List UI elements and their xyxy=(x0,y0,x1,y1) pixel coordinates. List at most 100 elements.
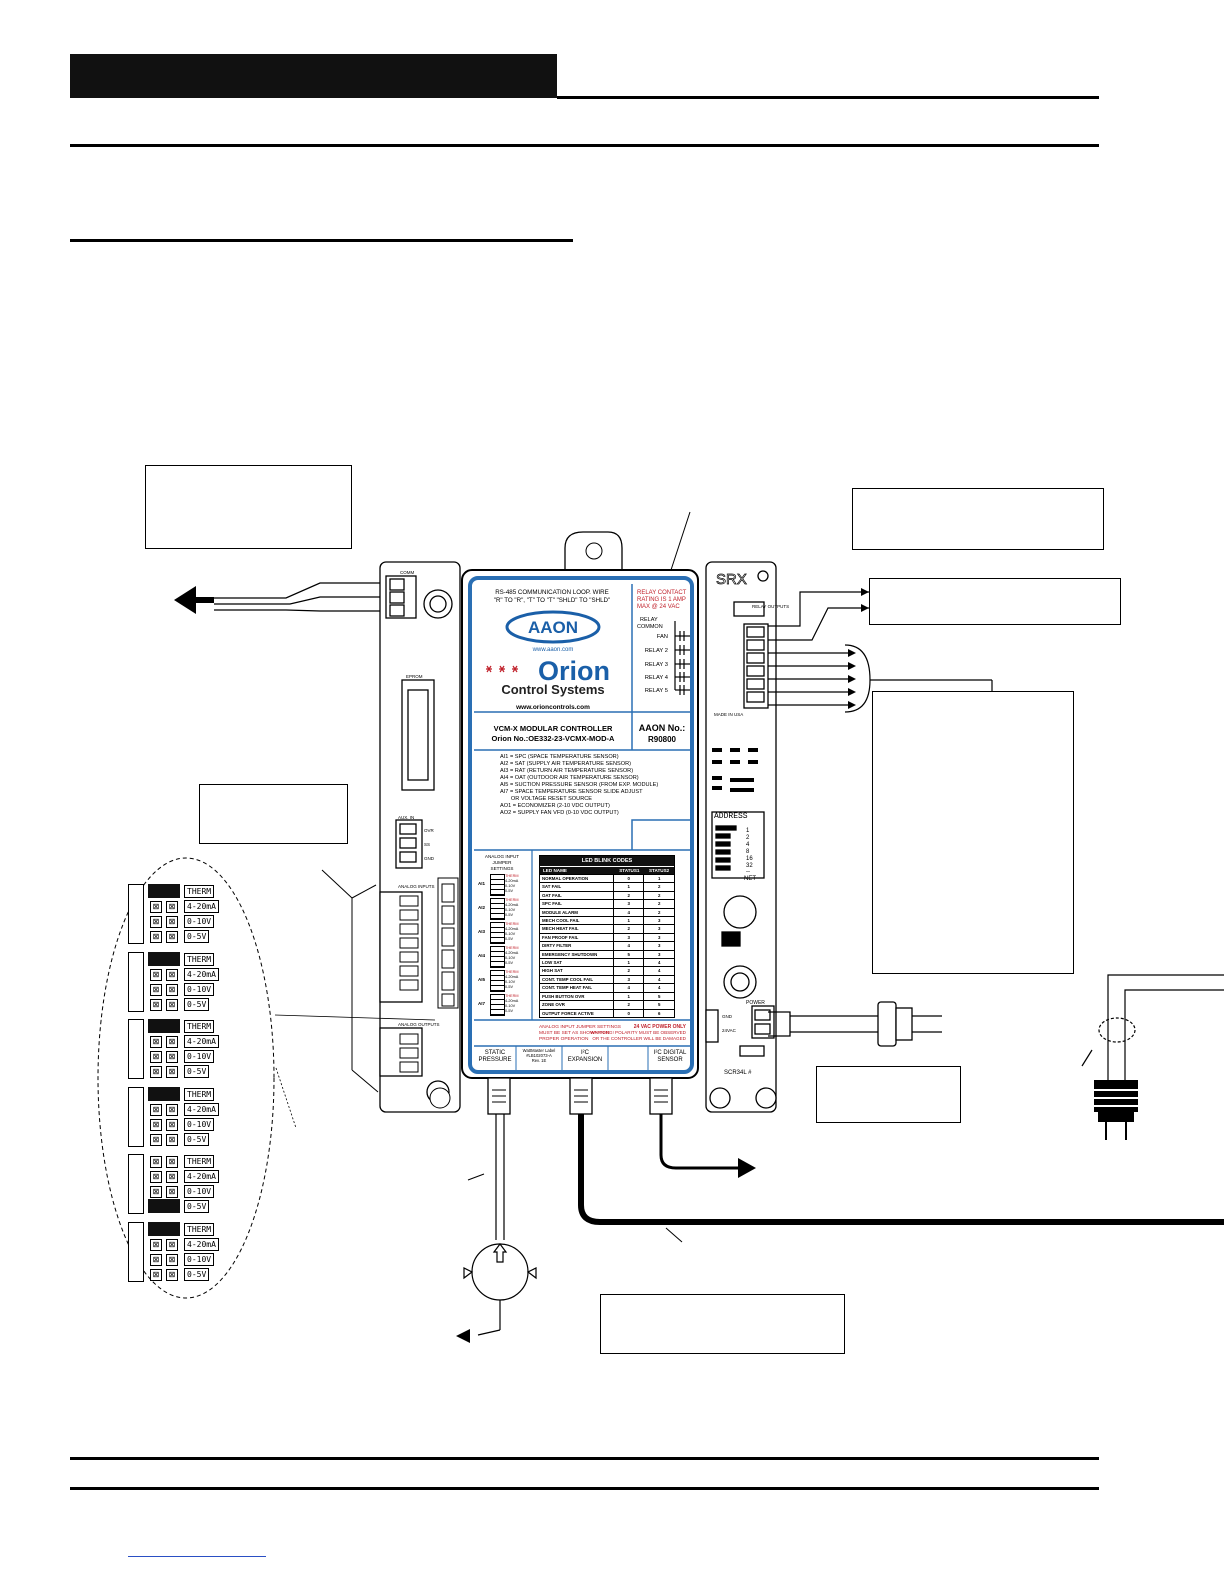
jumper-option-label: 0-5V xyxy=(505,889,514,893)
part-label-2: #LB102073-A xyxy=(526,1053,552,1058)
jumper-header-block xyxy=(128,951,144,1012)
jumper-pin-icon: ⊠ xyxy=(166,1051,178,1063)
jumper-pin-icon: ⊠ xyxy=(166,901,178,913)
jumper-row-label: AI4 xyxy=(478,953,486,958)
jumper-option-box: 4-20mA xyxy=(184,1035,219,1048)
input-line: AI4 = OAT (OUTDOOR AIR TEMPERATURE SENSO… xyxy=(500,775,639,781)
jumper-pin-icon: ⊠ xyxy=(166,1186,178,1198)
led-name: MODULE ALARM xyxy=(542,909,578,915)
jumper-pin-icon: ⊠ xyxy=(166,916,178,928)
jumper-header-block xyxy=(128,1019,144,1079)
jumper-option-label: 0-10V xyxy=(505,884,516,888)
orion-url: www.orioncontrols.com xyxy=(515,704,590,711)
led-table-title: LED BLINK CODES xyxy=(540,856,674,866)
led-status1: 4 xyxy=(612,984,644,992)
jumper-pin-icon: ⊠ xyxy=(166,1103,178,1116)
footer-link-underline[interactable] xyxy=(128,1556,266,1557)
led-status2: 2 xyxy=(643,891,674,900)
jumper-shunt-icon xyxy=(148,1019,180,1033)
led-status1: 2 xyxy=(612,925,644,933)
jumper-row-label: AI5 xyxy=(478,977,486,982)
main-controller-body xyxy=(461,531,699,1079)
jumper-header-block xyxy=(128,1086,144,1147)
led-status2: 3 xyxy=(643,942,674,950)
jumper-option-box: 4-20mA xyxy=(184,1170,219,1183)
led-status2: 1 xyxy=(643,875,674,883)
jumper-option-label: 4-20mA xyxy=(505,975,519,979)
right-board-strip xyxy=(705,561,777,1113)
alarm-input: GND xyxy=(424,856,435,861)
alarm-input: OVR xyxy=(424,828,435,833)
relay-arrow-icons xyxy=(848,588,869,709)
alarm-input-labels: OVR SS GND xyxy=(424,828,435,861)
power-warning-2: OR THE CONTROLLER WILL BE DAMAGED xyxy=(592,1036,686,1041)
jumper-option-box: 0-5V xyxy=(184,1200,210,1213)
jumper-option-box: 0-5V xyxy=(184,930,210,943)
part-right: SCR34L # xyxy=(724,1070,752,1076)
led-status1: 0 xyxy=(612,1009,644,1017)
jumper-option-label: THERM xyxy=(505,994,519,998)
jumper-pin-icon: ⊠ xyxy=(150,983,162,996)
made-in-label: MADE IN USA xyxy=(714,712,743,717)
relay-rating: RELAY CONTACT xyxy=(637,590,687,596)
relay-outputs-label: RELAY OUTPUTS xyxy=(752,604,789,609)
aaon-logo: AAON xyxy=(528,618,578,637)
jumper-option-box: 0-10V xyxy=(184,915,215,928)
aux-label: AUX. IN xyxy=(398,815,414,820)
jumper-pins xyxy=(490,874,505,896)
address-bits: 1 2 4 8 16 32 -- NET xyxy=(744,828,756,882)
address-label: ADDRESS xyxy=(714,812,748,821)
led-status1: 1 xyxy=(612,959,644,967)
alarm-input: SS xyxy=(424,842,430,847)
i2c-expansion-2: EXPANSION xyxy=(568,1057,603,1063)
led-name: CONT. TEMP HEAT FAIL xyxy=(542,985,593,991)
jumper-option-box: 0-5V xyxy=(184,1065,210,1078)
relay-5-label: RELAY 5 xyxy=(645,688,668,694)
aaon-no-label: AAON No.: xyxy=(639,723,686,733)
jumper-shunt-icon xyxy=(148,1221,180,1236)
led-status1: 4 xyxy=(612,942,644,950)
led-status2: 6 xyxy=(643,1009,674,1017)
jumper-pin-icon: ⊠ xyxy=(150,1171,162,1183)
jumper-pins xyxy=(490,946,505,968)
led-status1: 2 xyxy=(612,1001,644,1009)
jumper-diagram: ⊠⊠THERM⊠⊠4-20mA⊠⊠0-10V⊠⊠0-5V xyxy=(128,1221,228,1284)
transformer-icon xyxy=(1081,974,1224,1080)
led-status2: 5 xyxy=(643,1001,674,1009)
jumper-option-box: THERM xyxy=(184,1020,215,1033)
header-rule xyxy=(557,96,1099,99)
led-name: MECH HEAT FAIL xyxy=(542,926,579,932)
jumper-option-box: 0-5V xyxy=(184,997,210,1011)
jumper-option-box: 4-20mA xyxy=(184,967,219,981)
jumper-option-label: 0-5V xyxy=(505,913,514,917)
led-status2: 3 xyxy=(643,933,674,942)
part-label-3: Rev. 1E xyxy=(532,1058,547,1063)
callout-controller xyxy=(852,488,1104,550)
led-status1: 5 xyxy=(612,950,644,959)
callout-power xyxy=(816,1066,961,1123)
jumper-option-label: THERM xyxy=(505,898,519,902)
section-rule xyxy=(70,144,1099,147)
eprom-label: EPROM xyxy=(406,674,423,679)
model-title: VCM-X MODULAR CONTROLLER xyxy=(494,724,613,733)
jumper-diagram: ⊠⊠THERM⊠⊠4-20mA⊠⊠0-10V⊠⊠0-5V xyxy=(128,1086,228,1149)
jumper-pin-icon: ⊠ xyxy=(150,1118,162,1131)
jumper-option-label: 0-5V xyxy=(505,961,514,965)
jumper-pin-icon: ⊠ xyxy=(150,1036,162,1048)
led-status1: 1 xyxy=(612,883,644,891)
comm-arrow-icon xyxy=(174,586,196,614)
static-pressure-label-2: PRESSURE xyxy=(478,1057,511,1063)
jumper-pin-icon: ⊠ xyxy=(150,1133,162,1146)
jumper-pin-icon: ⊠ xyxy=(166,1171,178,1183)
expansion-cable xyxy=(578,1114,1224,1225)
input-line: AI7 = SPACE TEMPERATURE SENSOR SLIDE ADJ… xyxy=(500,789,643,795)
jumper-option-box: 0-10V xyxy=(184,1050,215,1063)
jumper-option-box: 4-20mA xyxy=(184,1102,219,1116)
model-number: Orion No.:OE332-23-VCMX-MOD-A xyxy=(492,734,616,743)
